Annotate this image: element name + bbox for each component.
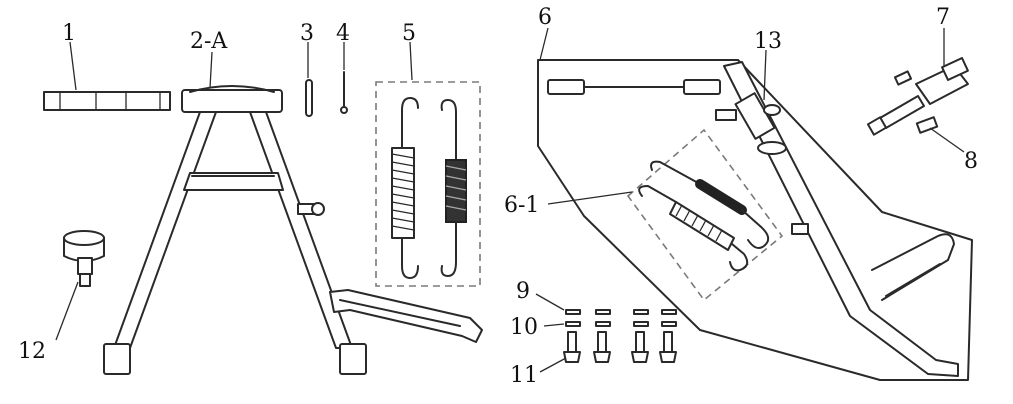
callout-13: 13: [754, 29, 782, 54]
part-6-1-springs: [626, 128, 784, 302]
parts-9-10-11-fasteners: [563, 309, 677, 363]
part-13-bracket: [734, 92, 787, 155]
callout-6-1: 6-1: [504, 193, 539, 218]
callout-3: 3: [300, 21, 314, 46]
bolt-row-11: [563, 331, 677, 363]
callout-8: 8: [964, 149, 978, 174]
callout-labels: 1 2-A 3 4 5 6 13 7 8 6-1 9 10 11 12: [18, 5, 978, 388]
callout-10: 10: [510, 315, 538, 340]
leader-lines: [55, 27, 965, 373]
washer-row-9: [565, 309, 677, 315]
part-5-springs: [375, 81, 481, 287]
part-1-pivot-shaft: [43, 91, 171, 111]
part-7-switch: [866, 57, 969, 136]
callout-4: 4: [336, 21, 350, 46]
callout-11: 11: [510, 363, 538, 388]
callout-9: 9: [516, 279, 530, 304]
callout-12: 12: [18, 339, 46, 364]
callout-2a: 2-A: [190, 29, 228, 54]
part-8-screw: [915, 116, 939, 134]
washer-row-10: [565, 321, 677, 327]
part-12-rubber-stopper: [63, 230, 105, 287]
part-4-cotter-pin: [340, 71, 348, 114]
callout-1: 1: [62, 21, 76, 46]
callout-7: 7: [936, 5, 950, 30]
callout-6: 6: [538, 5, 552, 30]
part-3-pin: [305, 79, 313, 117]
callout-5: 5: [402, 21, 416, 46]
part-2a-main-stand: [103, 85, 483, 375]
